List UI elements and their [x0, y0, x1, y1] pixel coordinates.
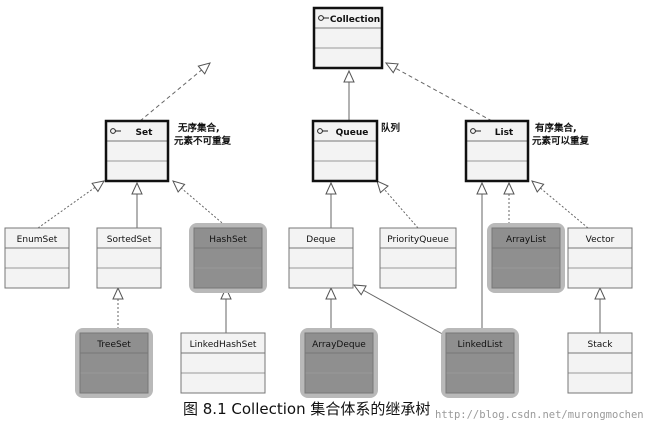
- node-arraylist: ArrayList: [487, 223, 565, 293]
- node-arraydeque-label: ArrayDeque: [312, 340, 366, 350]
- node-sortedset-label: SortedSet: [107, 235, 152, 245]
- node-enumset: EnumSet: [4, 227, 70, 289]
- node-set: Set: [104, 119, 170, 183]
- set-note: 无序集合, 元素不可重复: [174, 122, 232, 147]
- node-set-label: Set: [136, 128, 154, 138]
- edge-priorityqueue-to-queue: [376, 180, 419, 229]
- edge-vector-to-list: [531, 180, 589, 229]
- edge-enumset-to-set: [37, 180, 105, 229]
- edge-set-to-collection: [139, 62, 211, 122]
- edge-linkedlist-to-deque: [352, 284, 447, 337]
- node-priorityqueue-label: PriorityQueue: [387, 235, 449, 245]
- node-linkedhashset: LinkedHashSet: [180, 332, 266, 394]
- node-hashset: HashSet: [189, 223, 267, 293]
- node-stack: Stack: [567, 332, 633, 394]
- node-list: List: [464, 119, 530, 183]
- node-arraydeque: ArrayDeque: [300, 328, 378, 398]
- list-note: 有序集合, 元素可以重复: [532, 122, 590, 147]
- node-linkedhashset-label: LinkedHashSet: [190, 340, 257, 350]
- inheritance-edges: [37, 62, 606, 337]
- node-stack-label: Stack: [588, 340, 614, 350]
- node-linkedlist: LinkedList: [441, 328, 519, 398]
- edge-list-to-collection: [384, 62, 493, 122]
- node-linkedlist-label: LinkedList: [457, 340, 503, 350]
- node-queue-label: Queue: [336, 128, 369, 138]
- interface-icon: [110, 128, 121, 134]
- node-collection: Collection: [312, 6, 384, 70]
- interface-icon: [470, 128, 481, 134]
- figure-caption: 图 8.1 Collection 集合体系的继承树: [183, 400, 430, 418]
- list-note-line2: 元素可以重复: [532, 135, 590, 147]
- node-treeset-label: TreeSet: [96, 340, 131, 350]
- queue-note: 队列: [381, 122, 400, 134]
- set-note-line2: 元素不可重复: [174, 135, 232, 147]
- interface-icon: [317, 128, 328, 134]
- interface-icon: [318, 15, 329, 21]
- set-note-line1: 无序集合,: [177, 122, 220, 134]
- node-arraylist-label: ArrayList: [506, 235, 546, 245]
- node-queue: Queue: [311, 119, 379, 183]
- watermark: http://blog.csdn.net/murongmochen: [435, 409, 644, 421]
- node-vector-label: Vector: [586, 235, 615, 245]
- node-vector: Vector: [567, 227, 633, 289]
- node-collection-label: Collection: [330, 15, 380, 25]
- node-deque: Deque: [288, 227, 354, 289]
- node-deque-label: Deque: [306, 235, 336, 245]
- edge-hashset-to-set: [172, 180, 229, 229]
- node-hashset-label: HashSet: [209, 235, 247, 245]
- node-sortedset: SortedSet: [96, 227, 162, 289]
- list-note-line1: 有序集合,: [535, 122, 577, 134]
- node-list-label: List: [495, 128, 514, 138]
- node-enumset-label: EnumSet: [17, 235, 58, 245]
- node-priorityqueue: PriorityQueue: [379, 227, 457, 289]
- node-treeset: TreeSet: [75, 328, 153, 398]
